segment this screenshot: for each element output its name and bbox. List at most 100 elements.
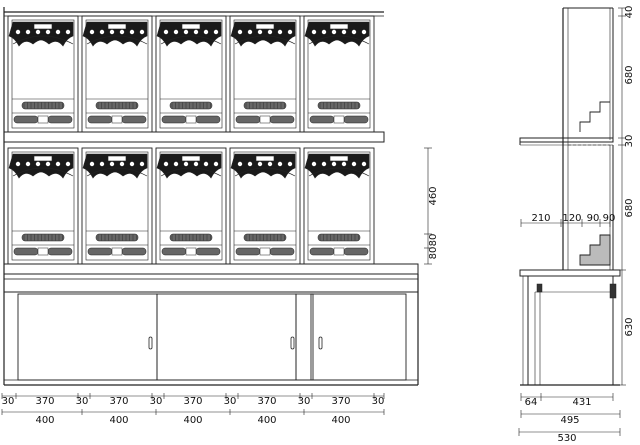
carved-band-center bbox=[185, 247, 197, 256]
dim-seg-6: 370 bbox=[183, 396, 202, 407]
front-elevation bbox=[1, 7, 432, 415]
dim-side-680b: 680 bbox=[624, 198, 635, 217]
cabinet-top-rail bbox=[3, 273, 419, 280]
carved-detail bbox=[65, 29, 71, 35]
arch-curve bbox=[12, 35, 74, 45]
carved-detail bbox=[247, 161, 253, 167]
carved-detail bbox=[25, 29, 31, 35]
upper-steps bbox=[579, 101, 610, 132]
carved-header bbox=[230, 21, 296, 47]
upper-carved-panel bbox=[303, 15, 375, 133]
carved-panel-frame bbox=[81, 15, 153, 133]
carved-band-left bbox=[235, 247, 261, 256]
lower-carved-panel bbox=[81, 147, 153, 265]
carved-detail bbox=[331, 161, 337, 167]
dim-seg-10: 370 bbox=[331, 396, 350, 407]
dim-seg-2: 370 bbox=[35, 396, 54, 407]
dim-front-80a: 80 bbox=[428, 247, 439, 260]
carved-detail bbox=[311, 29, 317, 35]
front-lower-band bbox=[3, 263, 419, 275]
dim-seg-8: 370 bbox=[257, 396, 276, 407]
carved-detail bbox=[99, 161, 105, 167]
carved-header bbox=[8, 153, 74, 179]
carved-detail bbox=[341, 29, 347, 35]
carved-detail bbox=[163, 161, 169, 167]
carved-panel-inner bbox=[307, 151, 371, 261]
carved-band-left bbox=[235, 115, 261, 124]
carved-detail bbox=[203, 161, 209, 167]
carved-detail bbox=[65, 161, 71, 167]
carved-band-center bbox=[37, 247, 49, 256]
arch-curve bbox=[86, 167, 148, 177]
carved-detail bbox=[213, 161, 219, 167]
carved-detail bbox=[321, 161, 327, 167]
side-block bbox=[536, 283, 543, 293]
carved-header bbox=[82, 21, 148, 47]
carved-band-center bbox=[37, 115, 49, 124]
lower-carved-panel bbox=[229, 147, 301, 265]
carved-detail bbox=[287, 29, 293, 35]
carved-band-right bbox=[343, 247, 369, 256]
carved-detail bbox=[361, 161, 367, 167]
carved-band-right bbox=[47, 247, 73, 256]
carved-band-upper bbox=[21, 101, 65, 110]
carved-panel-inner bbox=[233, 151, 297, 261]
dimension-labels: 30 370 30 370 30 370 30 370 30 370 30 40… bbox=[2, 6, 635, 444]
door-handle bbox=[318, 336, 323, 350]
carved-band-upper bbox=[95, 101, 139, 110]
carved-detail bbox=[321, 29, 327, 35]
carved-detail bbox=[267, 161, 273, 167]
cabinet-door bbox=[17, 293, 158, 381]
dim-bay-4: 400 bbox=[257, 415, 276, 426]
side-block bbox=[609, 283, 617, 299]
carved-panel-inner bbox=[233, 19, 297, 129]
dim-bay-1: 400 bbox=[35, 415, 54, 426]
carved-emblem bbox=[181, 23, 201, 30]
lower-carved-panel bbox=[155, 147, 227, 265]
carved-panel-frame bbox=[303, 15, 375, 133]
carved-panel-inner bbox=[159, 19, 223, 129]
carved-detail bbox=[237, 161, 243, 167]
carved-band-left bbox=[309, 247, 335, 256]
side-middle-shelf bbox=[519, 137, 614, 143]
carved-header bbox=[8, 21, 74, 47]
upper-carved-panel bbox=[81, 15, 153, 133]
dim-seg-9: 30 bbox=[298, 396, 311, 407]
carved-header bbox=[156, 153, 222, 179]
carved-panel-inner bbox=[85, 151, 149, 261]
carved-detail bbox=[15, 29, 21, 35]
carved-detail bbox=[287, 161, 293, 167]
side-elevation bbox=[518, 7, 626, 436]
carved-header bbox=[82, 153, 148, 179]
carved-band-right bbox=[195, 247, 221, 256]
arch-curve bbox=[234, 167, 296, 177]
carved-emblem bbox=[255, 23, 275, 30]
carved-detail bbox=[203, 29, 209, 35]
carved-emblem bbox=[255, 155, 275, 162]
carved-detail bbox=[129, 161, 135, 167]
carved-detail bbox=[109, 161, 115, 167]
carved-panel-inner bbox=[307, 19, 371, 129]
carved-panel-frame bbox=[81, 147, 153, 265]
carved-panel-frame bbox=[7, 15, 79, 133]
carved-band-center bbox=[259, 115, 271, 124]
arch-curve bbox=[86, 35, 148, 45]
carved-band-upper bbox=[21, 233, 65, 242]
dim-side-630: 630 bbox=[624, 317, 635, 336]
carved-band-right bbox=[47, 115, 73, 124]
carved-detail bbox=[163, 29, 169, 35]
carved-detail bbox=[109, 29, 115, 35]
dim-bay-5: 400 bbox=[331, 415, 350, 426]
dim-seg-7: 30 bbox=[224, 396, 237, 407]
carved-band-upper bbox=[169, 233, 213, 242]
carved-detail bbox=[351, 161, 357, 167]
dim-seg-11: 30 bbox=[372, 396, 385, 407]
dim-seg-3: 30 bbox=[76, 396, 89, 407]
carved-header bbox=[304, 21, 370, 47]
carved-detail bbox=[311, 161, 317, 167]
dim-side-680a: 680 bbox=[624, 65, 635, 84]
carved-detail bbox=[193, 29, 199, 35]
carved-band-left bbox=[87, 115, 113, 124]
carved-detail bbox=[351, 29, 357, 35]
carved-detail bbox=[173, 29, 179, 35]
